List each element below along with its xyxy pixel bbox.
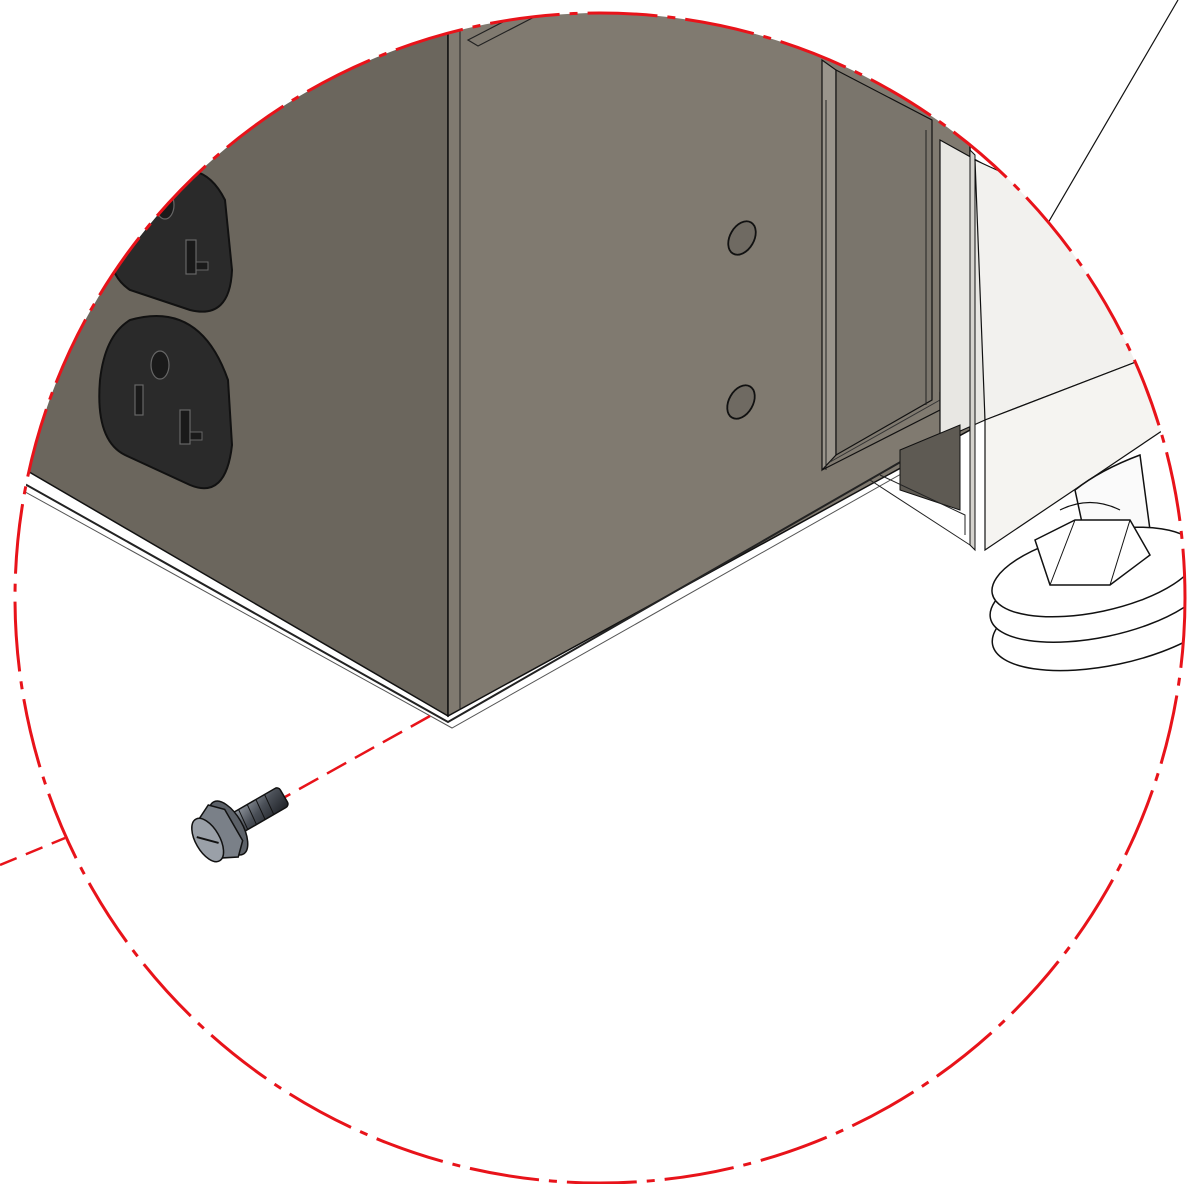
mounting-hole-upper: [727, 220, 757, 256]
hex-washer-screw-icon: [191, 787, 289, 863]
power-receptacle-lower: [98, 315, 234, 490]
detail-leader-line: [0, 836, 66, 867]
leveling-foot: [989, 453, 1185, 672]
mounting-hole-lower: [726, 384, 756, 420]
detail-contents: [15, 13, 1185, 729]
screw-path-line: [284, 714, 431, 799]
detail-circle-boundary: [13, 11, 1187, 1184]
